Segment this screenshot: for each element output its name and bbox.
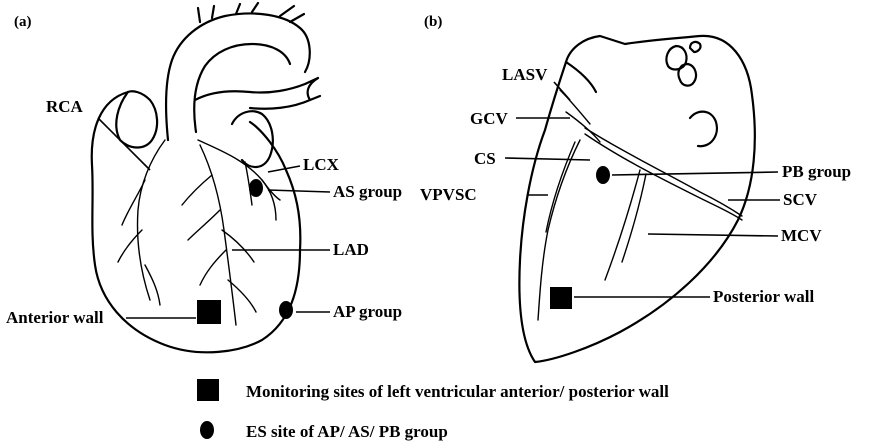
label-gcv: GCV: [470, 109, 509, 128]
label-rca: RCA: [46, 97, 84, 116]
pb-group-marker: [596, 166, 610, 184]
legend-square-icon: [197, 379, 219, 401]
cs-leader: [505, 158, 590, 160]
label-ap-group: AP group: [333, 302, 402, 321]
aorta: [166, 13, 310, 140]
legend-circle-icon: [200, 421, 214, 439]
legend-circle-text: ES site of AP/ AS/ PB group: [246, 422, 448, 441]
panel-a-tag: (a): [14, 14, 32, 30]
pulmonary-vein-3: [690, 42, 701, 52]
aortic-branch-2: [236, 3, 258, 14]
label-anterior-wall: Anterior wall: [6, 308, 104, 327]
as-group-leader: [268, 190, 330, 192]
cardiac-veins: [538, 90, 742, 320]
mcv-leader: [648, 234, 778, 236]
lcx-vessel: [198, 140, 276, 220]
right-atrium: [116, 91, 157, 147]
rca-leader: [98, 118, 150, 170]
label-lad: LAD: [333, 240, 369, 259]
label-pb-group: PB group: [782, 162, 851, 181]
mcv-vein: [605, 170, 640, 280]
label-mcv: MCV: [781, 226, 822, 245]
pulmonary-vein-2: [678, 64, 696, 86]
panel-a: (a): [6, 3, 402, 352]
panel-b-tag: (b): [424, 14, 442, 30]
panel-b: (b): [420, 14, 851, 362]
ap-group-marker: [279, 301, 293, 319]
label-lasv: LASV: [502, 65, 548, 84]
label-scv: SCV: [783, 190, 818, 209]
legend: Monitoring sites of left ventricular ant…: [197, 379, 669, 441]
as-group-marker: [249, 179, 263, 197]
label-cs: CS: [474, 149, 496, 168]
pulmonary-artery: [195, 78, 320, 109]
label-lcx: LCX: [303, 155, 340, 174]
label-posterior-wall: Posterior wall: [713, 287, 814, 306]
lad-branches: [182, 175, 256, 312]
lad-vessel: [200, 145, 236, 325]
posterior-wall-marker: [550, 287, 572, 309]
legend-square-text: Monitoring sites of left ventricular ant…: [246, 382, 669, 401]
anterior-wall-marker: [197, 300, 221, 324]
aorta-inner: [194, 44, 290, 132]
label-vpvsc: VPVSC: [420, 185, 477, 204]
label-as-group: AS group: [333, 182, 402, 201]
left-atrium-edge: [566, 62, 596, 92]
anterior-heart-drawing: [92, 3, 320, 352]
ivc-opening: [690, 112, 717, 147]
